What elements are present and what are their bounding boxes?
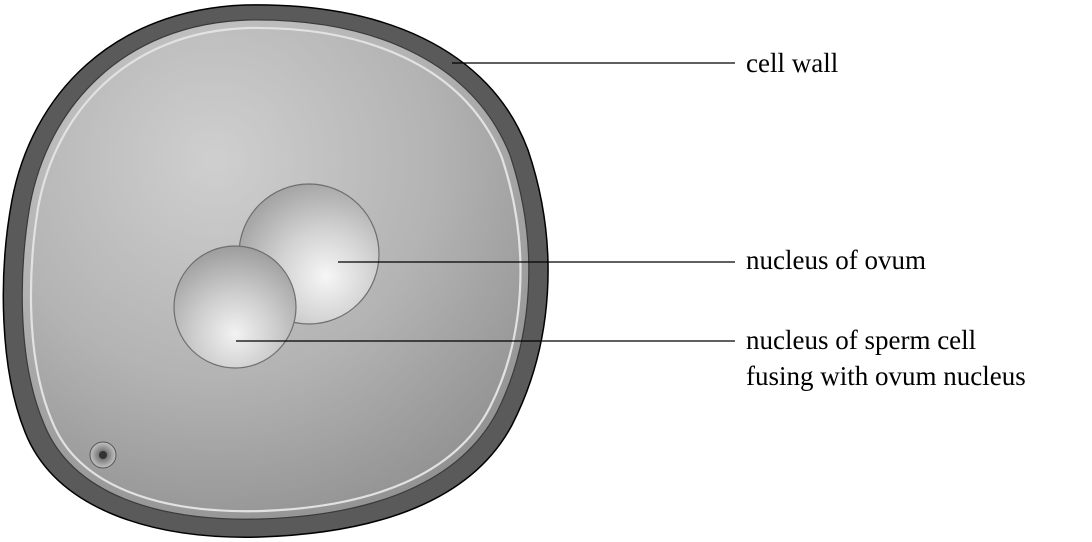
cell-wall-label: cell wall bbox=[746, 48, 838, 78]
nucleus-of-sperm-cell bbox=[173, 245, 297, 369]
cell-grain-core bbox=[99, 451, 107, 459]
nucleus-sperm-label-line1: nucleus of sperm cell bbox=[746, 325, 976, 355]
nucleus-ovum-label: nucleus of ovum bbox=[746, 245, 926, 275]
cell-membrane bbox=[29, 26, 522, 513]
nucleus-sperm-label-line2: fusing with ovum nucleus bbox=[746, 361, 1026, 391]
